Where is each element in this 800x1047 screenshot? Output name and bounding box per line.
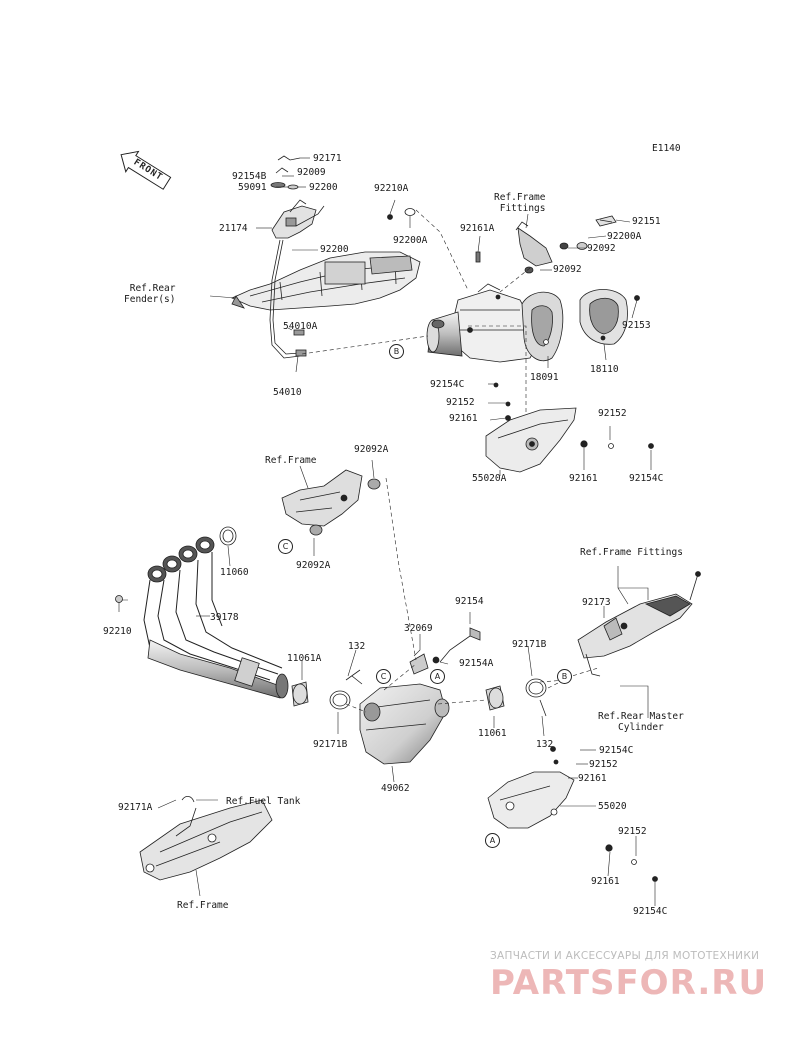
part-label-92210: 92210	[103, 626, 132, 637]
end-cap-18110	[579, 289, 628, 345]
callout-a-mid: A	[430, 669, 445, 684]
part-label-92200-top: 92200	[309, 182, 338, 193]
part-label-92152-a: 92152	[446, 397, 475, 408]
heat-guard-55020A	[485, 407, 577, 473]
ref-rear-fender-label: Ref.Rear Fender(s)	[124, 283, 176, 305]
part-label-92151: 92151	[632, 216, 661, 227]
part-label-18091: 18091	[530, 372, 559, 383]
ref-frame-fittings-top-label: Ref.Frame Fittings	[494, 192, 546, 214]
callout-a-bottom: A	[485, 833, 500, 848]
ref-rear-master-cylinder-label: Ref.Rear Master Cylinder	[598, 711, 684, 733]
diagram-code: E1140	[652, 143, 681, 154]
frame-bracket-bottom	[139, 796, 273, 881]
small-hardware-top	[270, 155, 301, 190]
part-label-55020A: 55020A	[472, 473, 507, 484]
part-label-92153: 92153	[622, 320, 651, 331]
rear-fender-assembly	[231, 251, 421, 311]
part-label-92171B-a: 92171B	[313, 739, 348, 750]
header-pipes-39178	[143, 536, 289, 699]
callout-c-mid: C	[278, 539, 293, 554]
part-label-92171A: 92171A	[118, 802, 153, 813]
ref-frame-mid-label: Ref.Frame	[265, 455, 317, 466]
part-label-18110: 18110	[590, 364, 619, 375]
part-label-132-b: 132	[536, 739, 554, 750]
part-label-92152-d: 92152	[618, 826, 647, 837]
part-label-92154C-c: 92154C	[599, 745, 634, 756]
part-label-92154C-a: 92154C	[430, 379, 465, 390]
part-label-92092-b: 92092	[553, 264, 582, 275]
part-label-132-a: 132	[348, 641, 366, 652]
callout-c-lower: C	[376, 669, 391, 684]
part-label-92161-a: 92161	[449, 413, 478, 424]
leader-lines	[118, 157, 656, 906]
part-label-54010: 54010	[273, 387, 302, 398]
part-label-92154: 92154	[455, 596, 484, 607]
muffler-cover-18091	[521, 291, 564, 362]
part-label-92210A: 92210A	[374, 183, 409, 194]
part-label-92152-c: 92152	[589, 759, 618, 770]
part-label-92200A-right: 92200A	[607, 231, 642, 242]
part-label-92161-d: 92161	[591, 876, 620, 887]
part-label-92200-mid: 92200	[320, 244, 349, 255]
arrow-left-icon	[120, 150, 172, 190]
ref-frame-fittings-right-label: Ref.Frame Fittings	[580, 547, 683, 558]
small-bolts-right	[115, 208, 658, 882]
part-label-11061A: 11061A	[287, 653, 322, 664]
watermark-tagline: ЗАПЧАСТИ И АКСЕССУАРЫ ДЛЯ МОТОТЕХНИКИ	[490, 950, 760, 962]
part-label-92009: 92009	[297, 167, 326, 178]
part-label-92154C-d: 92154C	[633, 906, 668, 917]
part-label-59091: 59091	[238, 182, 267, 193]
frame-bracket-mid	[281, 469, 381, 536]
part-label-92161-c: 92161	[578, 773, 607, 784]
ref-frame-bottom-label: Ref.Frame	[177, 900, 229, 911]
part-label-92154B: 92154B	[232, 171, 267, 182]
part-label-92154A: 92154A	[459, 658, 494, 669]
part-label-55020: 55020	[598, 801, 627, 812]
part-label-54010A: 54010A	[283, 321, 318, 332]
front-direction-arrow: FRONT	[113, 143, 174, 195]
part-label-92171: 92171	[313, 153, 342, 164]
part-label-32069: 32069	[404, 623, 433, 634]
part-label-92200A-left: 92200A	[393, 235, 428, 246]
part-label-92092A-bottom: 92092A	[296, 560, 331, 571]
part-label-92161A: 92161A	[460, 223, 495, 234]
part-label-39178: 39178	[210, 612, 239, 623]
part-label-92154C-b: 92154C	[629, 473, 664, 484]
part-label-92092A-top: 92092A	[354, 444, 389, 455]
bracket-21174	[271, 199, 325, 239]
callout-b-top: B	[389, 344, 404, 359]
part-label-21174: 21174	[219, 223, 248, 234]
callout-b-right: B	[557, 669, 572, 684]
part-label-92171B-b: 92171B	[512, 639, 547, 650]
part-label-92173: 92173	[582, 597, 611, 608]
part-label-92161-b: 92161	[569, 473, 598, 484]
part-label-92092-a: 92092	[587, 243, 616, 254]
part-label-49062: 49062	[381, 783, 410, 794]
part-label-11060: 11060	[220, 567, 249, 578]
rear-master-bracket	[577, 571, 701, 677]
gasket-11060	[219, 526, 237, 546]
cable-54010	[269, 239, 307, 359]
watermark-logo: PARTSFOR.RU	[490, 963, 767, 1003]
connector-gaskets	[291, 669, 547, 717]
ref-fuel-tank-label: Ref.Fuel Tank	[226, 796, 301, 807]
frame-fittings-top-bracket	[515, 215, 617, 274]
part-label-11061: 11061	[478, 728, 507, 739]
part-label-92152-b: 92152	[598, 408, 627, 419]
heat-guard-55020	[487, 771, 575, 829]
